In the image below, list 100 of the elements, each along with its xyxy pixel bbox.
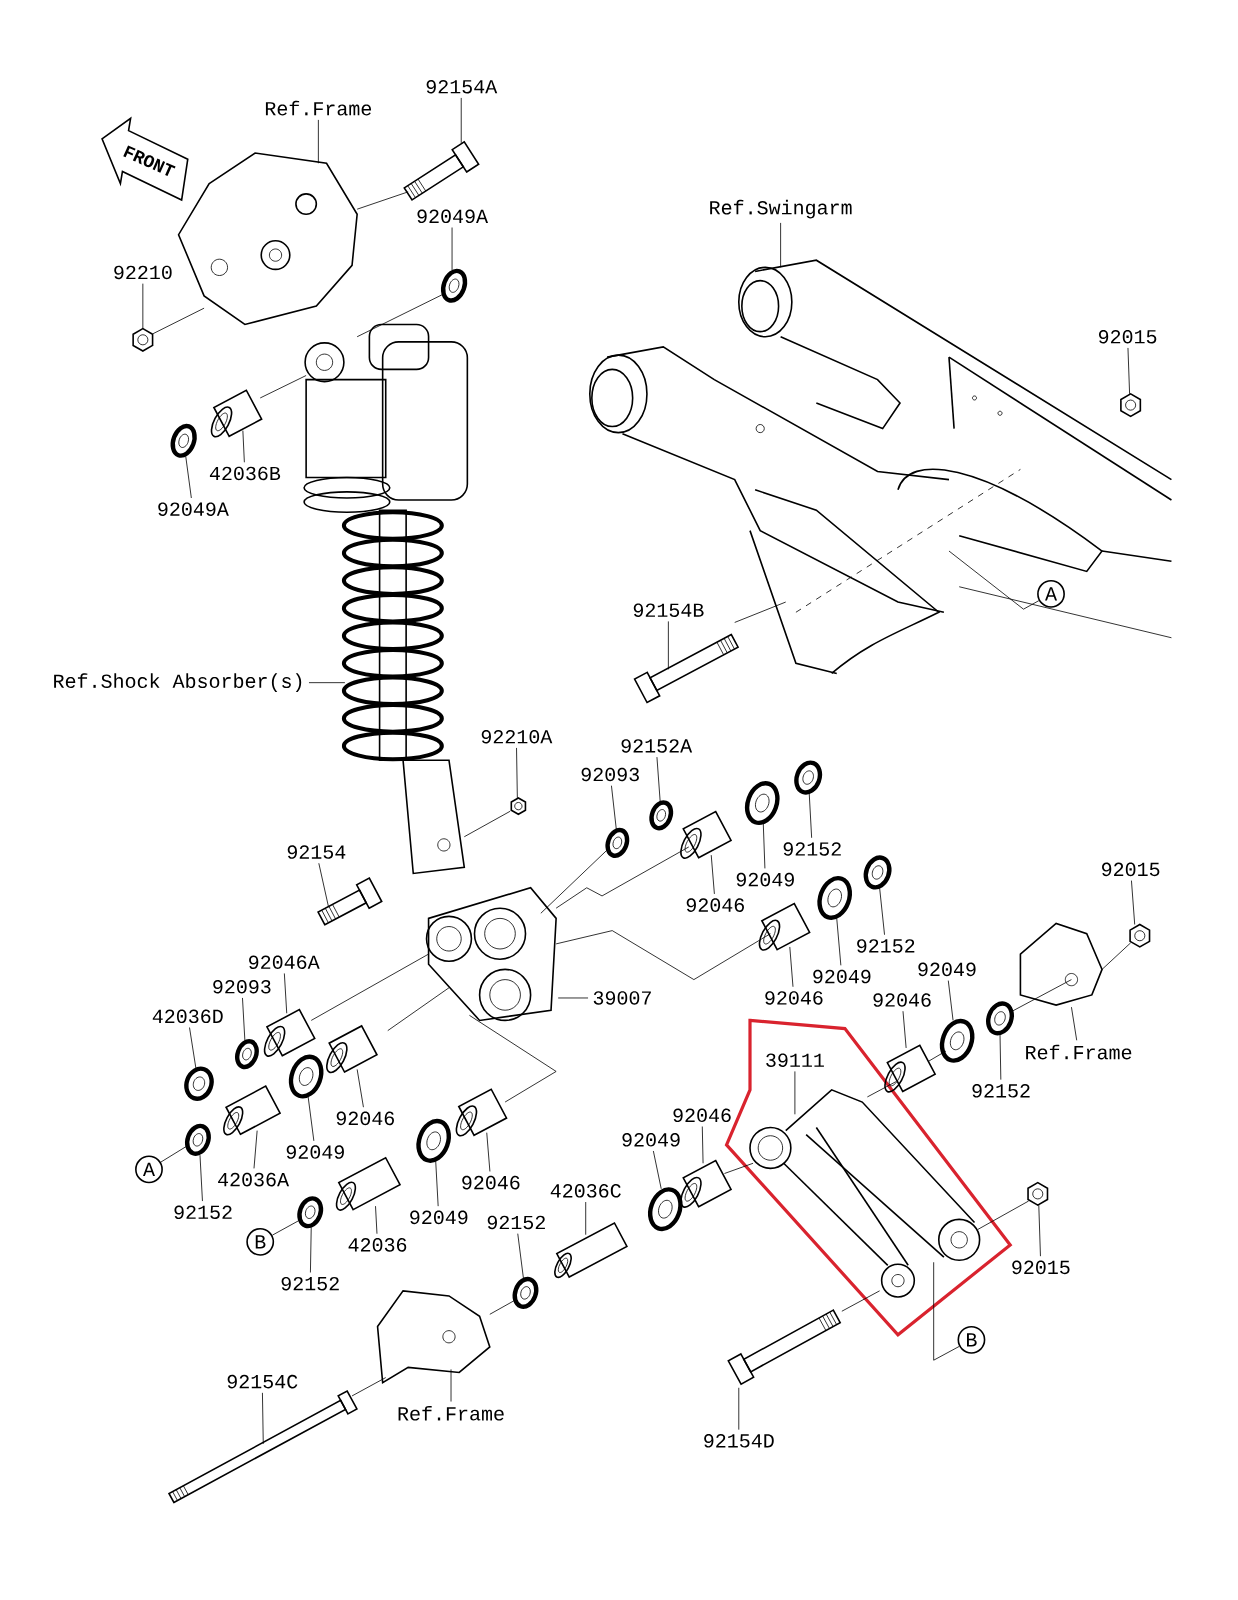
washer-drawing bbox=[648, 1187, 683, 1232]
callout-number: 92152 bbox=[174, 1205, 232, 1220]
callout-number: 92049 bbox=[918, 962, 976, 977]
leader-line bbox=[1127, 347, 1131, 395]
callout-number: 42036B bbox=[210, 466, 281, 481]
leader-line bbox=[836, 918, 842, 966]
bushing-drawing bbox=[326, 1024, 379, 1074]
leader-line bbox=[738, 1387, 740, 1431]
leader-line bbox=[262, 1392, 264, 1445]
leader-line bbox=[999, 1033, 1002, 1081]
leader-line bbox=[1071, 1006, 1078, 1041]
leader-line bbox=[517, 1233, 524, 1279]
leader-line bbox=[253, 1130, 258, 1169]
leader-line bbox=[375, 1205, 378, 1235]
leader-line bbox=[702, 1126, 704, 1164]
bolt-drawing bbox=[168, 1389, 359, 1504]
callout-number: 92049A bbox=[417, 209, 489, 224]
leader-line bbox=[356, 191, 409, 210]
callout-number: 42036C bbox=[550, 1184, 621, 1198]
bushing-drawing bbox=[680, 1159, 733, 1208]
leader-line bbox=[451, 227, 453, 271]
callout-number: 92046 bbox=[462, 1175, 520, 1190]
callout-number: 92152 bbox=[783, 842, 841, 856]
callout-number: 39111 bbox=[766, 1053, 825, 1067]
washer-drawing bbox=[605, 827, 630, 858]
washer-drawing bbox=[863, 855, 892, 890]
callout-number: 92154D bbox=[704, 1434, 774, 1448]
leader-line bbox=[841, 1290, 881, 1312]
leader-line bbox=[879, 887, 886, 936]
washer-drawing bbox=[512, 1276, 539, 1309]
callout-number: 92015 bbox=[1102, 862, 1160, 877]
callout-number: 92046 bbox=[686, 898, 745, 912]
leader-line bbox=[351, 1377, 387, 1397]
callout-number: Ref.Swingarm bbox=[710, 199, 852, 219]
callout-number: 92049 bbox=[813, 969, 871, 984]
callout-number: 39007 bbox=[593, 991, 651, 1005]
leader-line bbox=[272, 1219, 302, 1236]
washer-drawing bbox=[416, 1118, 452, 1163]
leader-line bbox=[808, 792, 813, 839]
callout-number: 92049 bbox=[622, 1133, 680, 1147]
leader-line bbox=[789, 946, 794, 988]
callout-number: 42036D bbox=[152, 1009, 223, 1024]
nut-drawing bbox=[510, 797, 527, 816]
callout-number: Ref.Frame bbox=[398, 1405, 504, 1421]
leader-line bbox=[763, 823, 766, 869]
rocker-arm-drawing bbox=[425, 886, 558, 1022]
leader-line bbox=[460, 97, 462, 144]
callout-number: 92046 bbox=[673, 1108, 731, 1123]
leader-line bbox=[928, 1050, 947, 1062]
leader-line bbox=[450, 1369, 452, 1402]
bushing-drawing bbox=[263, 1008, 316, 1057]
leader-line bbox=[185, 455, 192, 499]
washer-drawing bbox=[745, 781, 780, 826]
leader-line bbox=[152, 307, 205, 335]
circled-letter: B bbox=[957, 1325, 986, 1354]
callout-number: 42036 bbox=[348, 1238, 407, 1252]
callout-number: 92210A bbox=[481, 729, 553, 744]
callout-number: 92152 bbox=[487, 1215, 546, 1230]
bushing-drawing bbox=[455, 1088, 508, 1137]
leader-line bbox=[242, 430, 245, 463]
washer-drawing bbox=[441, 268, 468, 303]
callout-number: 92093 bbox=[581, 767, 640, 782]
leader-line bbox=[516, 747, 518, 799]
bushing-drawing bbox=[210, 389, 263, 438]
frame-bracket-drawing bbox=[177, 152, 359, 326]
bolt-drawing bbox=[727, 1309, 842, 1386]
bushing-drawing bbox=[554, 1221, 629, 1279]
leader-line bbox=[710, 854, 715, 895]
nut-drawing bbox=[1027, 1181, 1049, 1207]
leader-line bbox=[310, 953, 430, 1021]
callout-number: 92049 bbox=[736, 872, 795, 887]
callout-number: 92046 bbox=[765, 991, 823, 1005]
callout-number: 92049 bbox=[410, 1210, 468, 1225]
callout-number: 92154A bbox=[426, 79, 498, 94]
circled-letter: A bbox=[135, 1155, 164, 1184]
callout-number: 92046 bbox=[336, 1111, 395, 1126]
frame-bracket-drawing bbox=[1019, 922, 1104, 1006]
frame-bracket-drawing bbox=[376, 1290, 491, 1384]
washer-drawing bbox=[184, 1066, 214, 1101]
callout-number: 92154 bbox=[287, 845, 346, 859]
callout-number: 92046A bbox=[249, 955, 320, 970]
callout-number: 92049A bbox=[158, 502, 229, 516]
washer-drawing bbox=[986, 1001, 1015, 1036]
bolt-drawing bbox=[403, 140, 480, 201]
leader-line bbox=[948, 550, 1040, 610]
washer-drawing bbox=[649, 800, 674, 831]
callout-number: Ref.Frame bbox=[266, 100, 372, 116]
leader-line bbox=[486, 1132, 491, 1172]
leader-line bbox=[259, 375, 307, 399]
leader-line bbox=[464, 810, 511, 838]
callout-number: Ref.Frame bbox=[1026, 1044, 1132, 1060]
leader-line bbox=[199, 1154, 203, 1202]
leader-line bbox=[557, 997, 589, 999]
leader-line bbox=[555, 930, 771, 980]
leader-line bbox=[489, 1299, 516, 1315]
leader-line bbox=[310, 1227, 312, 1273]
callout-number: 92154C bbox=[227, 1374, 298, 1389]
leader-line bbox=[189, 1027, 197, 1069]
leader-line bbox=[668, 621, 669, 670]
washer-drawing bbox=[297, 1196, 324, 1229]
